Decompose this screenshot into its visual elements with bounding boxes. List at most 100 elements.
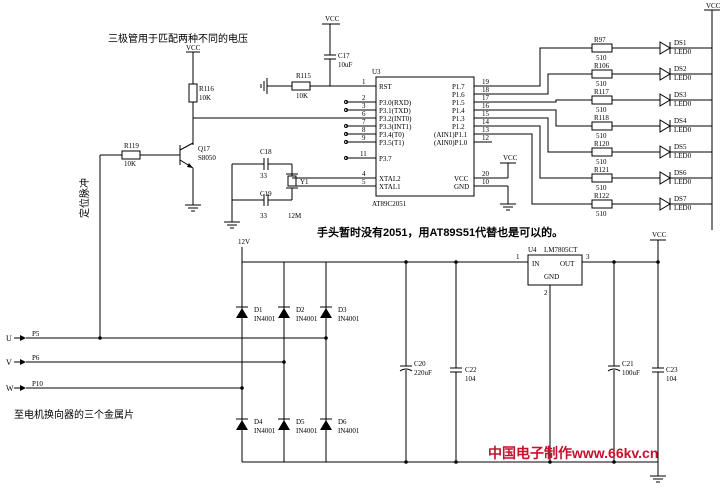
r119-val: 10K [124, 160, 136, 168]
u4-gnd: GND [544, 273, 559, 281]
led-row: R106 510 DS2 LED0 [591, 62, 712, 88]
ground-symbol-power [650, 475, 666, 483]
led-row: R118 510 DS4 LED0 [591, 114, 712, 140]
diode-d4: D4 IN4001 [236, 418, 276, 435]
u3-pin-num: 15 [482, 110, 490, 118]
vcc-label-reset: VCC [325, 15, 340, 23]
crystal-section: C18 33 C19 33 Y1 12M [224, 148, 309, 229]
u3-pin-num: 19 [482, 78, 490, 86]
led-resistor [591, 199, 613, 209]
led-ref: DS7 [674, 195, 687, 203]
u4-pin-in: 1 [516, 253, 520, 261]
led-resistor-ref: R97 [594, 36, 606, 44]
c21-val: 100uF [622, 369, 640, 377]
diode-d6: D6 IN4001 [320, 418, 360, 435]
power-supply-section: 12V D1 IN4001 D2 IN4001 D3 IN4001 [6, 231, 678, 483]
led-row: R97 510 DS1 LED0 [591, 36, 712, 62]
led-row: R117 510 DS3 LED0 [591, 88, 712, 114]
u3-pin-num: 11 [360, 150, 367, 158]
u3-pin-num: 13 [482, 126, 490, 134]
led-diode-icon [659, 145, 671, 159]
vcc-label-transistor: VCC [186, 44, 201, 52]
phase-input-v: V P6 [6, 354, 286, 367]
led-ref: DS4 [674, 117, 687, 125]
u3-body [375, 76, 475, 197]
q17-part: S8050 [198, 154, 216, 162]
led-part: LED0 [674, 126, 692, 134]
led-diode-icon [659, 41, 671, 55]
led-resistor-val: 510 [596, 184, 607, 192]
r116-val: 10K [199, 94, 211, 102]
led-part: LED0 [674, 48, 692, 56]
led-resistor-ref: R120 [594, 140, 610, 148]
diode-ref: D3 [338, 306, 347, 314]
phase-pin: P10 [32, 380, 43, 388]
led-ref: DS5 [674, 143, 687, 151]
diode-d1: D1 IN4001 [236, 306, 276, 323]
u3-pin-name: P1.5 [452, 99, 465, 107]
mcu-u3: U3 AT89C2051 1 RST 2 P3.0(RXD) 3 P3.1(TX… [300, 68, 518, 211]
u3-pin-num: 6 [362, 110, 366, 118]
led-resistor-val: 510 [596, 106, 607, 114]
u3-pin-num: 16 [482, 102, 490, 110]
vcc-label-leds: VCC [706, 2, 721, 10]
led-resistor [591, 95, 613, 105]
led-resistor-ref: R117 [594, 88, 609, 96]
led-resistor-val: 510 [596, 158, 607, 166]
vcc-label-regulator: VCC [652, 231, 667, 239]
phase-label: U [6, 334, 12, 343]
u3-pin-num: 4 [362, 170, 366, 178]
u3-pin-num: 7 [362, 118, 366, 126]
diode-part: IN4001 [254, 427, 276, 435]
u3-pin-name: P3.5(T1) [379, 139, 405, 147]
u3-pin-num: 20 [482, 170, 490, 178]
c21-ref: C21 [622, 360, 634, 368]
c17-val: 10uF [338, 61, 353, 69]
c23-ref: C23 [666, 366, 678, 374]
diode-ref: D6 [338, 418, 347, 426]
c18-ref: C18 [260, 148, 272, 156]
watermark: 中国电子制作www.66kv.cn [488, 445, 658, 461]
u3-pin-name: P3.7 [379, 155, 392, 163]
led-diode-icon [659, 119, 671, 133]
u3-pin-num: 5 [362, 178, 366, 186]
u3-part: AT89C2051 [372, 200, 407, 208]
led-resistor-val: 510 [596, 132, 607, 140]
u3-pin-num: 10 [482, 178, 490, 186]
u3-left-pins: 1 RST 2 P3.0(RXD) 3 P3.1(TXD) 6 P3.2(INT… [300, 78, 412, 191]
diode-part: IN4001 [338, 427, 360, 435]
led-ref: DS2 [674, 65, 687, 73]
c22-val: 104 [465, 375, 476, 383]
u3-pin-name: (AIN0)P1.0 [434, 139, 468, 147]
u3-pin-num: 17 [482, 94, 490, 102]
u3-ref: U3 [372, 68, 381, 76]
led-row: R122 510 DS7 LED0 [591, 192, 712, 218]
led-part: LED0 [674, 204, 692, 212]
led-resistor [591, 173, 613, 183]
led-part: LED0 [674, 178, 692, 186]
u3-pin-name: XTAL1 [379, 183, 401, 191]
u4-body [527, 254, 583, 286]
diode-d2: D2 IN4001 [278, 306, 318, 323]
u3-right-pins: P1.7 19 P1.6 18 P1.5 17 P1.4 16 P1.3 15 … [434, 78, 508, 191]
reset-section: VCC C17 10uF R115 10K [260, 15, 368, 100]
u3-pin-name: P1.2 [452, 123, 465, 131]
diode-part: IN4001 [296, 427, 318, 435]
led-diode-icon [659, 67, 671, 81]
c20-val: 220uF [414, 369, 432, 377]
u4-in: IN [532, 260, 539, 268]
led-resistor [591, 147, 613, 157]
u3-pin-num: 14 [482, 118, 490, 126]
u4-part: LM7805CT [544, 246, 578, 254]
y1-freq: 12M [288, 212, 302, 220]
c23-val: 104 [666, 375, 677, 383]
u3-pin-name: P3.0(RXD) [379, 99, 412, 107]
c19-ref: C19 [260, 190, 272, 198]
r119-ref: R119 [124, 142, 139, 150]
phase-input-u: U P5 [6, 330, 328, 343]
led-resistor-ref: R121 [594, 166, 610, 174]
12v-label: 12V [238, 238, 250, 246]
u4-pin-gnd: 2 [544, 289, 548, 297]
c18-val: 33 [260, 172, 268, 180]
u3-pin-name: P1.3 [452, 115, 465, 123]
